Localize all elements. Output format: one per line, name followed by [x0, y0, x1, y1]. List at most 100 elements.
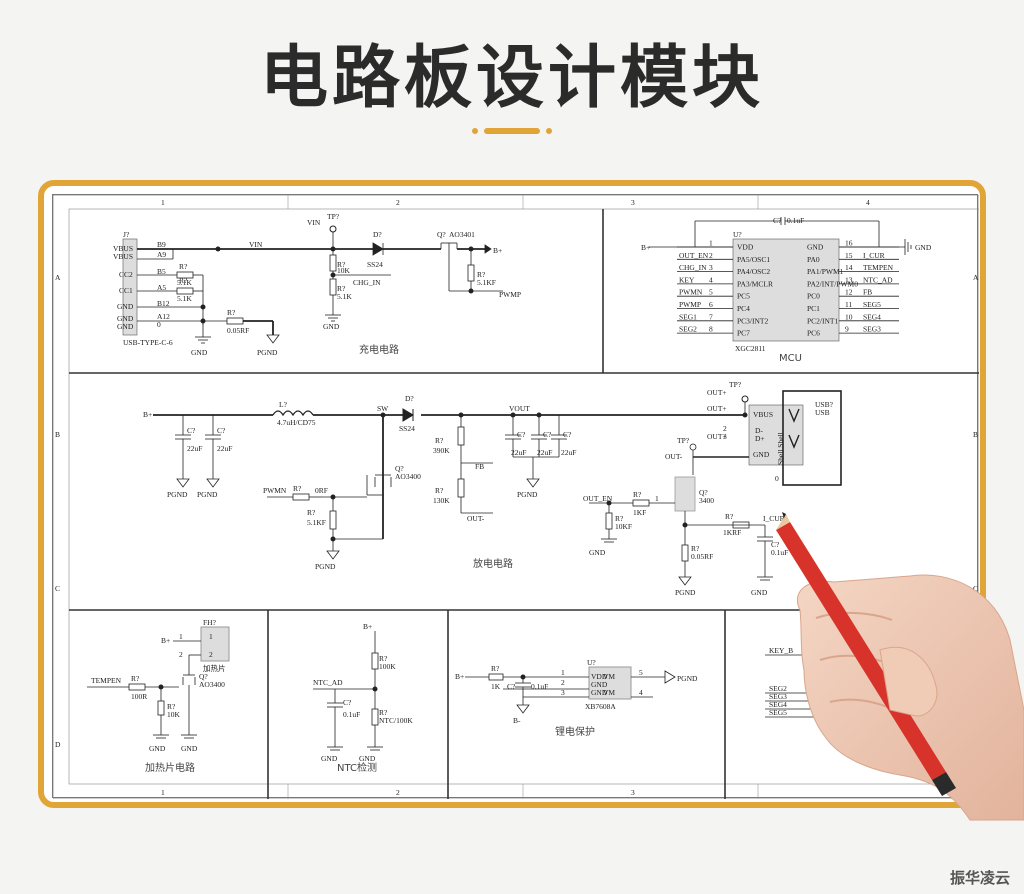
- grid-row-b: B: [55, 430, 60, 439]
- svg-text:390K: 390K: [433, 446, 450, 455]
- svg-text:GND: GND: [751, 588, 768, 597]
- svg-text:11: 11: [845, 300, 852, 309]
- svg-text:13: 13: [845, 275, 853, 284]
- svg-text:R?: R?: [477, 270, 486, 279]
- grid-bottom-col-2: 2: [396, 788, 400, 797]
- svg-text:2: 2: [179, 650, 183, 659]
- svg-text:C?: C?: [773, 216, 782, 225]
- svg-text:B+: B+: [455, 672, 464, 681]
- svg-text:VIN: VIN: [249, 240, 263, 249]
- schematic-sheet: 1 2 3 4 1 2 3 A B C D A B C: [52, 194, 979, 799]
- svg-text:OUT+: OUT+: [707, 432, 727, 441]
- svg-text:C?: C?: [771, 540, 780, 549]
- svg-text:0: 0: [157, 320, 161, 329]
- svg-text:VM: VM: [603, 688, 615, 697]
- svg-text:GND: GND: [191, 348, 208, 357]
- svg-text:SW: SW: [377, 404, 389, 413]
- svg-text:D+: D+: [755, 434, 765, 443]
- svg-text:B+: B+: [641, 243, 650, 252]
- grid-bottom-col-1: 1: [161, 788, 165, 797]
- svg-text:Q?: Q?: [395, 464, 404, 473]
- svg-text:VOUT: VOUT: [509, 404, 530, 413]
- svg-text:R?: R?: [615, 514, 624, 523]
- svg-text:USB: USB: [815, 408, 830, 417]
- svg-text:C?: C?: [187, 426, 196, 435]
- svg-text:5: 5: [709, 288, 713, 297]
- svg-text:PC1: PC1: [807, 304, 820, 313]
- svg-text:2: 2: [561, 678, 565, 687]
- svg-text:SS24: SS24: [399, 424, 415, 433]
- svg-text:C?: C?: [343, 698, 352, 707]
- svg-text:GND: GND: [591, 680, 608, 689]
- svg-text:A12: A12: [157, 312, 170, 321]
- svg-text:PA0: PA0: [807, 255, 820, 264]
- svg-text:GND: GND: [117, 322, 134, 331]
- svg-text:OUT-: OUT-: [665, 452, 683, 461]
- svg-text:R?: R?: [691, 544, 700, 553]
- svg-text:R?: R?: [725, 512, 734, 521]
- svg-text:8: 8: [709, 325, 713, 334]
- svg-text:0: 0: [775, 474, 779, 483]
- hand-with-pencil-illustration: [776, 512, 1024, 821]
- svg-text:SEG4: SEG4: [769, 700, 787, 709]
- svg-text:10: 10: [845, 312, 853, 321]
- svg-text:R?: R?: [379, 708, 388, 717]
- svg-text:1KF: 1KF: [633, 508, 646, 517]
- svg-text:R?: R?: [167, 702, 176, 711]
- label-charge: 充电电路: [359, 343, 399, 356]
- svg-text:GND: GND: [117, 314, 134, 323]
- svg-text:D?: D?: [373, 230, 382, 239]
- svg-text:GND: GND: [321, 754, 338, 763]
- svg-text:CC1: CC1: [119, 286, 133, 295]
- svg-text:PGND: PGND: [257, 348, 278, 357]
- svg-text:10K: 10K: [337, 266, 351, 275]
- svg-text:SEG2: SEG2: [769, 684, 787, 693]
- svg-text:0.05RF: 0.05RF: [227, 326, 249, 335]
- svg-text:KEY: KEY: [679, 275, 695, 284]
- svg-text:B5: B5: [157, 267, 166, 276]
- svg-text:VBUS: VBUS: [113, 244, 133, 253]
- svg-text:U?: U?: [733, 230, 742, 239]
- svg-text:R?: R?: [179, 262, 188, 271]
- svg-text:6: 6: [709, 300, 713, 309]
- svg-text:4: 4: [709, 275, 713, 284]
- svg-text:D-: D-: [755, 426, 763, 435]
- svg-text:加热片: 加热片: [203, 663, 226, 673]
- svg-text:22uF: 22uF: [561, 448, 576, 457]
- svg-text:KEY_B: KEY_B: [769, 646, 793, 655]
- label-discharge: 放电电路: [473, 557, 513, 570]
- svg-text:SEG5: SEG5: [769, 708, 787, 717]
- svg-text:XB7608A: XB7608A: [585, 702, 616, 711]
- svg-text:5.1K: 5.1K: [177, 294, 192, 303]
- svg-text:14: 14: [845, 263, 853, 272]
- svg-text:PGND: PGND: [675, 588, 696, 597]
- schematic-frame: 1 2 3 4 1 2 3 A B C D A B C: [38, 180, 986, 808]
- svg-text:PWMP: PWMP: [499, 290, 521, 299]
- svg-text:B+: B+: [363, 622, 372, 631]
- svg-text:22uF: 22uF: [187, 444, 202, 453]
- svg-text:GND: GND: [589, 548, 606, 557]
- svg-text:10KF: 10KF: [615, 522, 632, 531]
- svg-text:FH?: FH?: [203, 618, 217, 627]
- svg-text:PA2/INT/PWM0: PA2/INT/PWM0: [807, 279, 858, 288]
- brand-watermark: 振华凌云: [949, 869, 1010, 887]
- svg-text:GND: GND: [323, 322, 340, 331]
- grid-row-c: C: [55, 584, 60, 593]
- svg-text:SEG3: SEG3: [769, 692, 787, 701]
- svg-text:R?: R?: [131, 674, 140, 683]
- svg-text:I_CUR: I_CUR: [863, 251, 885, 260]
- svg-text:1: 1: [209, 632, 213, 641]
- svg-text:R?: R?: [307, 508, 316, 517]
- svg-text:GND: GND: [807, 243, 824, 252]
- svg-text:PC5: PC5: [737, 292, 750, 301]
- svg-text:PC2/INT1: PC2/INT1: [807, 316, 839, 325]
- svg-text:Shell Shell: Shell Shell: [776, 432, 785, 465]
- svg-text:Q?: Q?: [699, 488, 708, 497]
